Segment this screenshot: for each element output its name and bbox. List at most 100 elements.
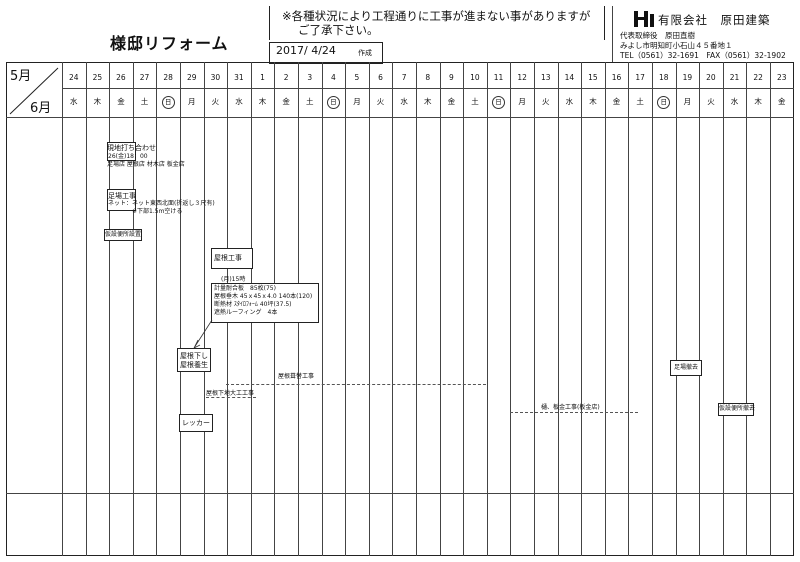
day-of-week: 金 [440, 96, 464, 107]
day-number: 7 [401, 73, 407, 82]
weekday-label: 木 [424, 97, 432, 106]
day-column-divider [746, 62, 748, 556]
roof-carpentry-label: 屋根下地大工工事 [206, 390, 255, 397]
day-of-week: 月 [676, 96, 700, 107]
weekday-label: 木 [589, 97, 597, 106]
weekday-label: 金 [612, 97, 621, 106]
day-of-week: 木 [86, 96, 110, 107]
roof-retiling-label: 屋根葺替工事 [278, 373, 315, 380]
roof-work-title-box [211, 248, 253, 269]
day-number: 23 [776, 73, 787, 82]
temp-toilet-label: 仮設便所設置 [105, 231, 142, 238]
day-number: 18 [658, 73, 669, 82]
weekday-label: 金 [117, 97, 125, 106]
header-row-divider [62, 88, 794, 89]
day-column-divider [392, 62, 394, 556]
day-column-divider [180, 62, 181, 556]
wrecker-label: レッカー [182, 419, 210, 427]
day-column-divider [675, 62, 677, 556]
toilet-removal-label: 仮設便所撤去 [719, 405, 756, 412]
header-bottom [6, 117, 794, 118]
weekday-label: 水 [235, 97, 243, 106]
roof-work-line-3: 断熱材 ｽﾀｲﾛﾌｫｰﾑ 40坪(37.5) [214, 301, 292, 308]
roof-work-line-2: 屋根垂木 45ｘ45ｘ4.0 140本(120) [214, 293, 313, 300]
day-of-week: 水 [62, 96, 86, 107]
roof-retiling-bar [226, 384, 486, 385]
gutter-bar [510, 412, 638, 413]
roof-work-start: (月)15時 [221, 276, 246, 283]
toilet-removal-box [718, 403, 754, 416]
weekday-label: 日 [657, 96, 671, 109]
weekday-label: 日 [161, 96, 175, 109]
created-label: 作成 [358, 49, 372, 57]
day-of-week: 火 [369, 96, 393, 107]
roof-work-line-4: 遮熱ルーフィング 4本 [214, 309, 278, 316]
created-date: 2017/ 4/24 [276, 44, 336, 57]
day-number: 29 [186, 73, 197, 82]
day-column-divider [510, 62, 512, 556]
roof-work-detail-box [211, 283, 319, 323]
day-number: 9 [448, 73, 454, 82]
weekday-label: 日 [326, 96, 340, 109]
weekday-label: 火 [211, 97, 220, 106]
day-of-week: 金 [605, 96, 629, 107]
day-of-week: 日 [652, 96, 676, 109]
day-column-divider [486, 62, 488, 556]
temp-toilet-box [104, 229, 142, 241]
day-of-week: 月 [345, 96, 369, 107]
day-number: 11 [493, 73, 504, 82]
weekday-label: 木 [258, 97, 267, 106]
weekday-label: 金 [447, 97, 456, 106]
month-column-divider [62, 62, 63, 556]
site-meeting-attendees: 足場店 屋根店 材木店 板金店 [107, 161, 185, 168]
gutter-label: 樋、板金工事(板金店) [541, 404, 600, 411]
scaffold-removal-box [670, 360, 702, 376]
site-meeting-time: 26(金)18：00 [108, 153, 148, 160]
day-number: 8 [425, 73, 431, 82]
day-number: 4 [330, 73, 336, 82]
day-number: 12 [517, 73, 527, 82]
scaffold-removal-label: 足場撤去 [674, 364, 699, 371]
day-number: 3 [307, 73, 313, 82]
scaffold-net: ネット：ネット東西北面(折返し３尺有) [108, 200, 215, 207]
weekday-label: 土 [140, 97, 149, 106]
day-of-week: 火 [534, 96, 558, 107]
day-of-week: 金 [109, 96, 133, 107]
weekday-label: 土 [471, 97, 479, 106]
weekday-label: 火 [376, 97, 385, 106]
weekday-label: 土 [636, 97, 644, 106]
day-number: 21 [729, 73, 740, 82]
day-number: 19 [682, 73, 693, 82]
day-column-divider [132, 62, 134, 556]
day-of-week: 木 [581, 96, 605, 107]
weekday-label: 日 [492, 96, 506, 109]
notice-line-2: ご了承下さい。 [298, 23, 379, 37]
weekday-label: 金 [778, 97, 786, 106]
day-column-divider [722, 62, 724, 556]
notice-box [269, 6, 605, 40]
day-number: 20 [706, 73, 716, 82]
day-number: 13 [540, 73, 551, 82]
day-column-divider [368, 62, 370, 556]
day-of-week: 日 [487, 96, 511, 109]
company-tel-fax: TEL（0561）32-1691 FAX（0561）32-1902 [620, 51, 786, 60]
roof-work-line-1: 計量耐合板 85枚(75) [214, 285, 276, 292]
day-of-week: 木 [251, 96, 275, 107]
company-logo-icon [634, 11, 654, 27]
day-number: 25 [92, 73, 103, 82]
weekday-label: 月 [683, 97, 692, 106]
company-name: 有限会社 原田建築 [658, 13, 771, 27]
day-of-week: 金 [770, 96, 794, 107]
bottom-band-top [6, 493, 794, 494]
day-column-divider [770, 62, 771, 556]
weekday-label: 水 [730, 97, 739, 106]
day-number: 1 [260, 73, 265, 82]
weekday-label: 水 [565, 97, 574, 106]
day-number: 15 [588, 73, 598, 82]
scaffold-work-title: 足場工事 [108, 192, 136, 200]
day-column-divider [345, 62, 347, 556]
month-end: 6月 [30, 101, 52, 116]
day-of-week: 土 [298, 96, 322, 107]
roof-carpentry-bar [206, 397, 256, 398]
day-number: 31 [234, 73, 244, 82]
